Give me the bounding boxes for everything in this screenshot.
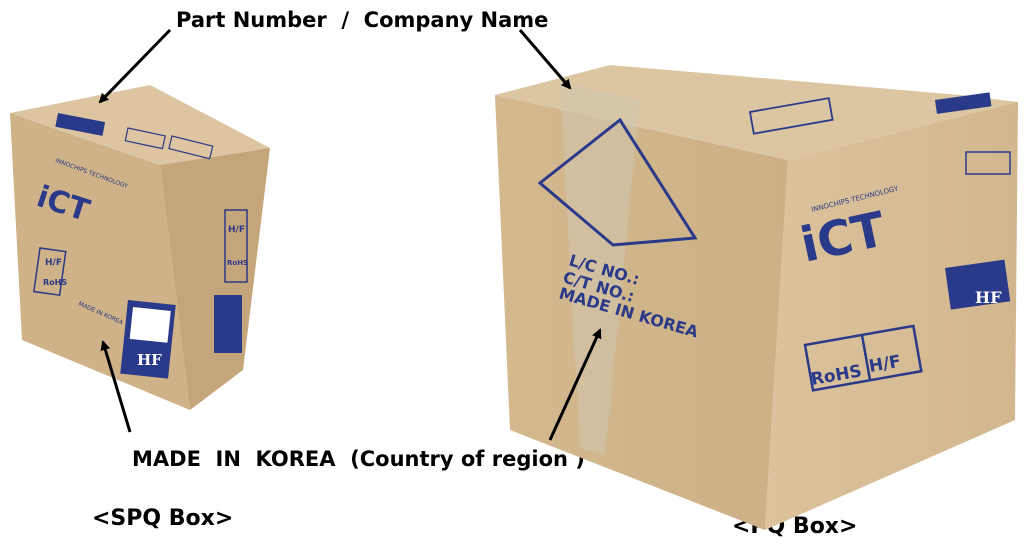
spq-box-caption: <SPQ Box> xyxy=(92,506,234,531)
pq-top-rohs-hf-frame xyxy=(748,97,834,135)
spq-side-hf-rohs-frame xyxy=(224,209,248,283)
spq-rohs-label: RoHS xyxy=(43,278,67,287)
arrow-spq-made-in xyxy=(100,340,132,433)
pq-side-face xyxy=(765,102,1018,530)
spq-side-hf-badge xyxy=(214,295,242,353)
arrow-spq-part-number xyxy=(98,28,172,104)
spq-top-face xyxy=(10,85,270,165)
pq-tape xyxy=(560,82,640,455)
spq-side-face xyxy=(160,148,270,410)
pq-box: L/C NO.: C/T NO.: MADE IN KOREA INNOCHIP… xyxy=(495,65,1018,530)
made-in-korea-label: MADE IN KOREA (Country of region ) xyxy=(132,447,585,471)
arrow-pq-part-number xyxy=(518,29,572,90)
spq-top-rohs-box xyxy=(168,135,214,160)
spq-hf-label: H/F xyxy=(45,258,62,268)
spq-hf-rohs-frame xyxy=(33,247,67,297)
part-number-company-name-label: Part Number / Company Name xyxy=(176,8,549,32)
pq-diamond-mark xyxy=(537,117,698,247)
pq-rohs-hf-frame xyxy=(803,324,923,392)
pq-rohs-hf-divider xyxy=(860,334,872,381)
arrow-pq-made-in xyxy=(548,328,602,441)
spq-side-rohs-label: RoHS xyxy=(227,259,248,267)
pq-handling-symbols xyxy=(965,151,1011,175)
pq-hf-badge-frame xyxy=(945,259,1011,310)
spq-part-number-label xyxy=(55,113,106,136)
spq-box: INNOCHIPS TECHNOLOGY iCT H/F RoHS MADE I… xyxy=(10,85,270,410)
pq-hf-badge: HF xyxy=(975,288,1002,307)
pq-top-face xyxy=(495,65,1018,160)
spq-hf-badge: HF xyxy=(137,351,162,369)
pq-part-number-label xyxy=(935,92,992,114)
spq-top-hf-box xyxy=(124,127,166,150)
spq-hf-logo-box xyxy=(129,306,171,343)
spq-side-hf-label: H/F xyxy=(228,225,245,235)
